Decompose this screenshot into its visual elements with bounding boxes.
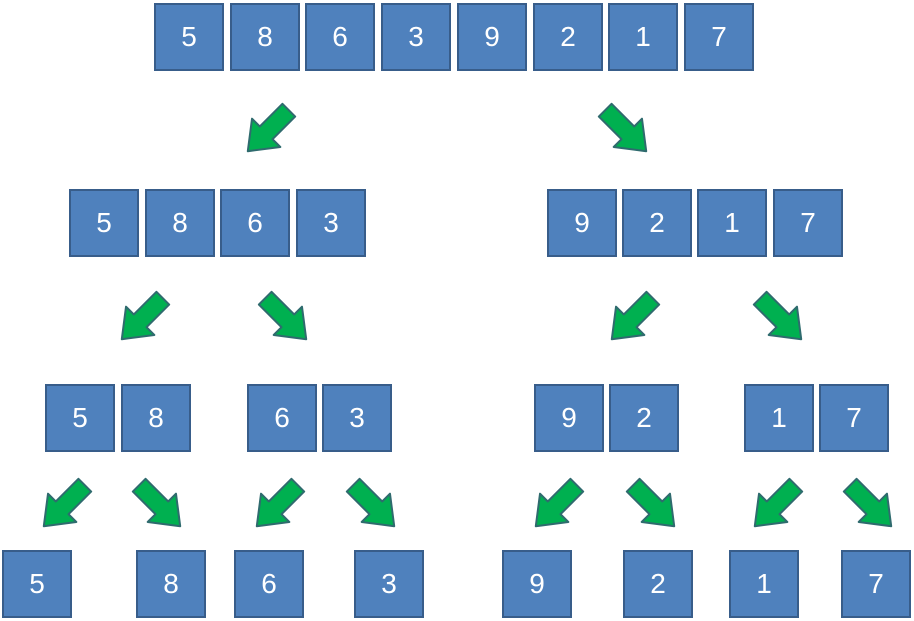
level-3-cell: 5 bbox=[2, 550, 72, 618]
level-2-cell: 7 bbox=[819, 384, 889, 452]
arrow-down-left-icon bbox=[246, 473, 310, 537]
level-3-cell: 8 bbox=[136, 550, 206, 618]
level-0-cell: 8 bbox=[230, 3, 300, 71]
arrow-down-right-icon bbox=[253, 286, 317, 350]
level-2-cell: 6 bbox=[247, 384, 317, 452]
level-1-cell: 3 bbox=[296, 189, 366, 257]
arrow-down-right-icon bbox=[341, 473, 405, 537]
level-2-cell: 3 bbox=[322, 384, 392, 452]
level-3-cell: 7 bbox=[841, 550, 911, 618]
level-2-cell: 9 bbox=[534, 384, 604, 452]
level-2-cell: 5 bbox=[45, 384, 115, 452]
level-3-cell: 1 bbox=[729, 550, 799, 618]
level-0-cell: 2 bbox=[533, 3, 603, 71]
level-3-cell: 9 bbox=[502, 550, 572, 618]
level-1-cell: 6 bbox=[220, 189, 290, 257]
level-1-cell: 2 bbox=[622, 189, 692, 257]
arrow-down-right-icon bbox=[127, 473, 191, 537]
level-2-cell: 2 bbox=[609, 384, 679, 452]
level-0-cell: 9 bbox=[457, 3, 527, 71]
arrow-down-left-icon bbox=[525, 473, 589, 537]
level-0-cell: 1 bbox=[608, 3, 678, 71]
level-2-cell: 8 bbox=[121, 384, 191, 452]
arrow-down-left-icon bbox=[744, 473, 808, 537]
level-3-cell: 3 bbox=[354, 550, 424, 618]
arrow-down-right-icon bbox=[748, 286, 812, 350]
level-0-cell: 3 bbox=[381, 3, 451, 71]
level-0-cell: 6 bbox=[305, 3, 375, 71]
arrow-down-left-icon bbox=[111, 286, 175, 350]
level-3-cell: 6 bbox=[234, 550, 304, 618]
arrow-down-right-icon bbox=[593, 98, 657, 162]
level-0-cell: 5 bbox=[154, 3, 224, 71]
level-1-cell: 9 bbox=[547, 189, 617, 257]
arrow-down-right-icon bbox=[838, 473, 902, 537]
level-0-cell: 7 bbox=[684, 3, 754, 71]
level-3-cell: 2 bbox=[623, 550, 693, 618]
level-1-cell: 1 bbox=[697, 189, 767, 257]
arrow-down-right-icon bbox=[621, 473, 685, 537]
arrow-down-left-icon bbox=[237, 98, 301, 162]
level-1-cell: 8 bbox=[145, 189, 215, 257]
level-1-cell: 5 bbox=[69, 189, 139, 257]
level-2-cell: 1 bbox=[744, 384, 814, 452]
arrow-down-left-icon bbox=[33, 473, 97, 537]
arrow-down-left-icon bbox=[601, 286, 665, 350]
level-1-cell: 7 bbox=[773, 189, 843, 257]
